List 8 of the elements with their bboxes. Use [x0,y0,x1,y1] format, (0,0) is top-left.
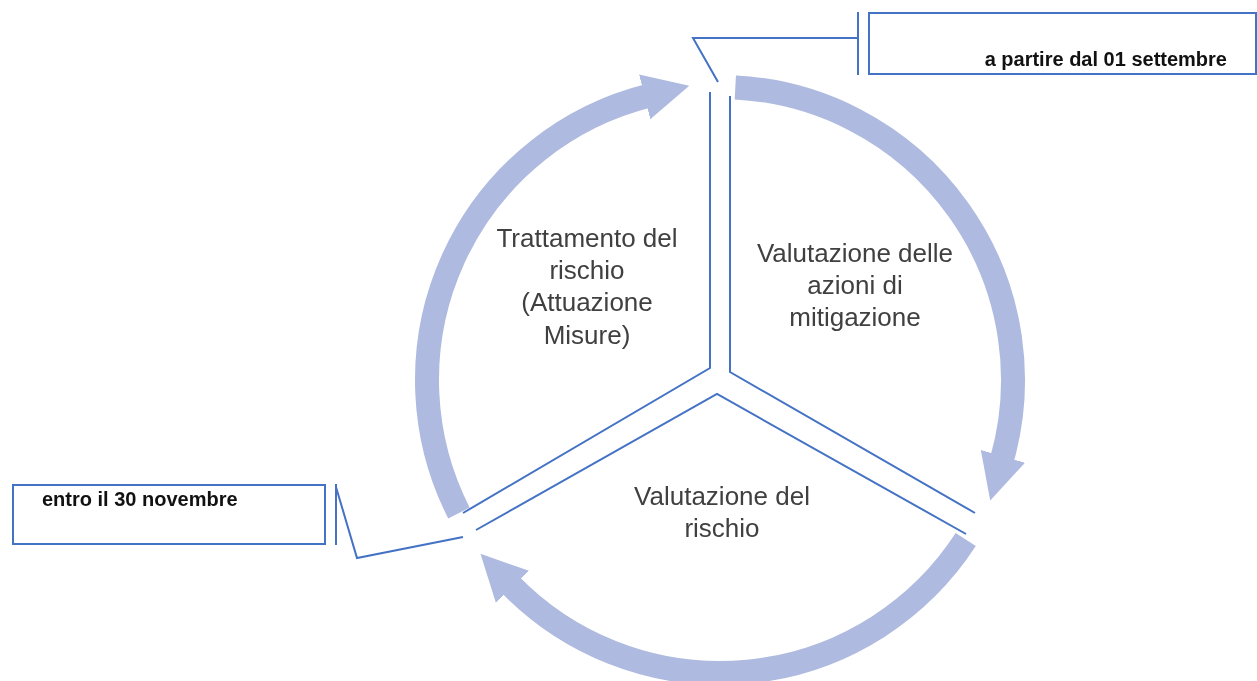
phase-label: Trattamento del rischio (Attuazione Misure) [492,222,682,351]
phase-label: Valutazione del rischio [597,480,847,545]
callout-text: a partire dal 01 settembre [982,48,1229,71]
leader-line [691,11,859,83]
phase-label: Valutazione delle azioni di mitigazione [750,237,960,334]
callout-box [868,12,1257,75]
leader-line [335,483,464,560]
callout-box [12,484,326,545]
